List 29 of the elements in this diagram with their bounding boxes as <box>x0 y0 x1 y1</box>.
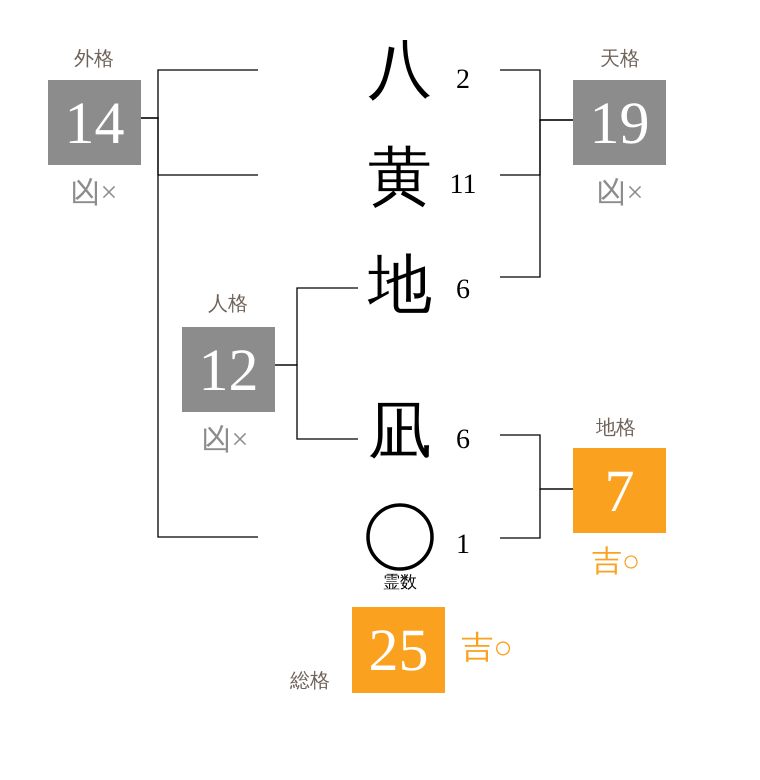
score-box: 19 <box>573 80 666 165</box>
heading: 天格 <box>600 48 640 68</box>
fortune-label: 吉○ <box>592 547 640 577</box>
connector-line <box>275 364 358 440</box>
kanji-character: 凪 <box>368 400 432 464</box>
fortune-label: 凶× <box>70 178 118 208</box>
heading: 総格 <box>290 670 330 690</box>
score-box: 12 <box>182 327 275 412</box>
stroke-count: 11 <box>450 171 476 199</box>
stroke-count: 1 <box>456 531 470 559</box>
kanji-character: 黄 <box>368 145 432 209</box>
fortune-label: 凶× <box>202 425 248 455</box>
kanji-character: 八 <box>368 38 432 102</box>
connector-line <box>141 117 258 538</box>
connector-line <box>500 119 573 278</box>
fortune-label: 凶× <box>596 178 644 208</box>
fortune-label: 吉○ <box>461 631 513 663</box>
score-box: 14 <box>48 80 141 165</box>
kanji-character: 地 <box>368 253 432 317</box>
connector-line <box>500 488 573 539</box>
heading: 地格 <box>596 417 636 437</box>
stroke-count: 2 <box>456 66 470 94</box>
score-box: 25 <box>352 607 445 693</box>
node-label: 霊数 <box>383 574 417 592</box>
score-box: 7 <box>573 448 666 533</box>
heading: 人格 <box>208 293 248 313</box>
stroke-count: 6 <box>456 276 470 304</box>
stroke-count: 6 <box>456 426 470 454</box>
heading: 外格 <box>74 48 114 68</box>
